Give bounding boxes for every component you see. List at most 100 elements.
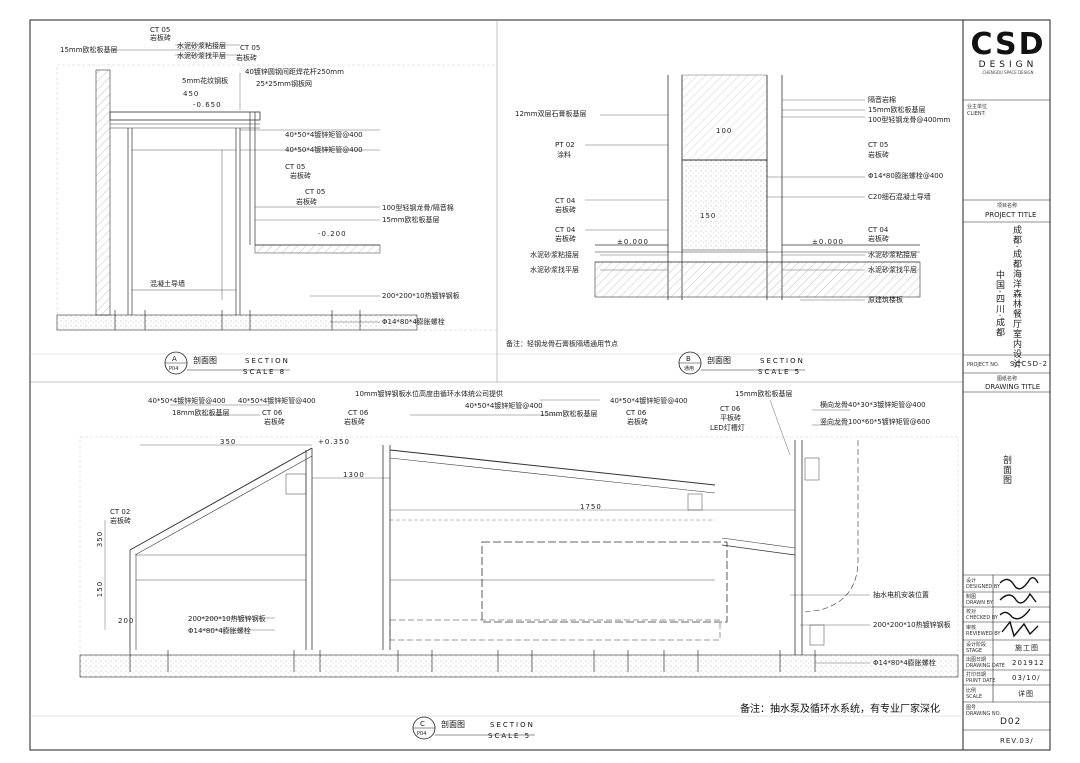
section-a-scale: SCALE 8 [243, 368, 287, 376]
label: CT 06 [626, 409, 647, 417]
stage-label: 设计阶段 [966, 642, 987, 648]
label: 100型轻钢龙骨/隔音棉 [382, 204, 454, 212]
drawing-date-label: 出图日期 [966, 657, 987, 663]
section-a-title-en: SECTION [245, 357, 290, 365]
project-name: 成都·成都海洋森林餐厅室内设计 [1011, 225, 1021, 369]
label: 岩板砖 [868, 235, 889, 243]
section-c-bubble-ref: P04 [417, 731, 427, 737]
section-a-bubble-letter: A [172, 355, 177, 363]
dimension: 150 [96, 580, 105, 598]
label: 水泥砂浆粘接层 [530, 251, 579, 259]
dimension: 1750 [580, 503, 602, 511]
label: 岩板砖 [868, 151, 889, 159]
elevation: ±0.000 [812, 238, 844, 246]
label: 40*50*4镀锌矩管@400 [465, 402, 543, 410]
label: 隔音岩棉 [868, 96, 896, 104]
label: 40*50*4镀锌矩管@400 [148, 397, 226, 405]
drawing-date-label-en: DRAWING DATE [966, 663, 1005, 669]
print-date: 03/10/ [1012, 674, 1041, 682]
label: CT 05 [305, 188, 326, 196]
section-title-a [164, 351, 290, 375]
client-label: 业主单位 [967, 104, 988, 110]
label: 15mm欧松板基层 [735, 390, 793, 398]
label: 15mm欧松板基层 [382, 216, 440, 224]
label: CT 06 [262, 409, 283, 417]
label: Φ14*80*4膨胀螺栓 [188, 627, 251, 635]
label: 40*50*4镀锌矩管@400 [285, 146, 363, 154]
label: 岩板砖 [296, 198, 317, 206]
drawing-no-label: 图号 [966, 705, 977, 711]
logo-tagline: CHENGDU SPACE DESIGN [982, 70, 1034, 75]
label: Φ14*80膨胀螺栓@400 [868, 172, 944, 180]
label: CT 06 [348, 409, 369, 417]
label: 10mm镀锌钢板 [355, 390, 406, 398]
note: 备注：轻钢龙骨石膏板隔墙通用节点 [506, 340, 618, 348]
label: 15mm欧松板基层 [868, 106, 926, 114]
scale-value: 详图 [1018, 690, 1034, 698]
section-c-scale: SCALE 5 [488, 732, 532, 740]
label: 水泥砂浆粘接层 [868, 251, 917, 259]
dimension: 150 [700, 212, 717, 220]
client-label-en: CLIENT: [967, 111, 986, 117]
project-location: 中国·四川·成都 [994, 270, 1004, 338]
logo-sub: DESIGN [978, 60, 1038, 70]
csd-logo: CSD DESIGN CHENGDU SPACE DESIGN [968, 27, 1048, 76]
label: 岩板砖 [110, 517, 131, 525]
print-date-label: 打印日期 [966, 672, 987, 678]
label: 水泥砂浆找平层 [868, 266, 917, 274]
section-c-drawing [79, 399, 959, 678]
label: 水泥砂浆找平层 [177, 52, 226, 60]
label: 40镀锌圆钢间距焊花杆250mm [245, 68, 344, 76]
label: 水位高度由循环水体统公司提供 [405, 390, 503, 398]
dimension: 100 [716, 127, 733, 135]
label: 岩板砖 [264, 418, 285, 426]
label: CT 05 [868, 141, 889, 149]
label: CT 05 [285, 163, 306, 171]
drawing-no-label-en: DRAWING NO. [966, 711, 1001, 717]
elevation: -0.200 [318, 230, 347, 238]
dimension: 1300 [343, 471, 365, 479]
label: CT 06 [720, 405, 741, 413]
designed-label: 设计 [966, 578, 977, 584]
drawing-title: 剖面图 [1001, 455, 1011, 485]
label: 抽水电机安装位置 [873, 591, 929, 599]
section-b-bubble-letter: B [686, 355, 691, 363]
section-b-title: 剖面图 [707, 356, 731, 365]
title-block [963, 99, 1050, 731]
label: 岩板砖 [236, 54, 257, 62]
label: 岩板砖 [555, 206, 576, 214]
reviewed-label: 审核 [966, 625, 977, 631]
stage-label-en: STAGE [966, 648, 983, 654]
project-label-en: PROJECT TITLE [985, 211, 1037, 219]
label: 涂料 [557, 151, 571, 159]
designed-label-en: DESIGNED BY [966, 584, 1001, 590]
label: 200*200*10热镀锌钢板 [873, 621, 951, 629]
label: 岩板砖 [555, 235, 576, 243]
label: 15mm欧松板基层 [60, 46, 118, 54]
dimension: 350 [220, 438, 237, 446]
logo-main: CSD [970, 27, 1046, 62]
section-c-bubble-letter: C [420, 720, 425, 728]
drawing-date: 201912 [1012, 659, 1045, 667]
label: 40*50*4镀锌矩管@400 [610, 397, 688, 405]
section-title-b [678, 351, 805, 375]
label: LED灯槽灯 [710, 424, 745, 432]
section-b-drawing [585, 74, 921, 301]
drawing-title-label-en: DRAWING TITLE [985, 383, 1041, 391]
label: 40*50*4镀锌矩管@400 [238, 397, 316, 405]
section-a-drawing [56, 44, 498, 331]
label: 岩板砖 [627, 418, 648, 426]
print-date-label-en: PRINT DATE [966, 678, 996, 684]
scale-label: 比例 [966, 688, 977, 694]
label: CT 02 [110, 508, 131, 516]
project-no-label: PROJECT NO. [967, 362, 1000, 368]
drawn-label-en: DRAWN BY [966, 600, 993, 606]
label: 200*200*10热镀锌钢板 [188, 615, 266, 623]
label: CT 04 [555, 197, 576, 205]
label: 18mm欧松板基层 [172, 409, 230, 417]
scale-label-en: SCALE [966, 694, 983, 700]
label: CT 04 [868, 226, 889, 234]
checked-label-en: CHECKED BY [966, 615, 998, 621]
label: 岩板砖 [290, 172, 311, 180]
